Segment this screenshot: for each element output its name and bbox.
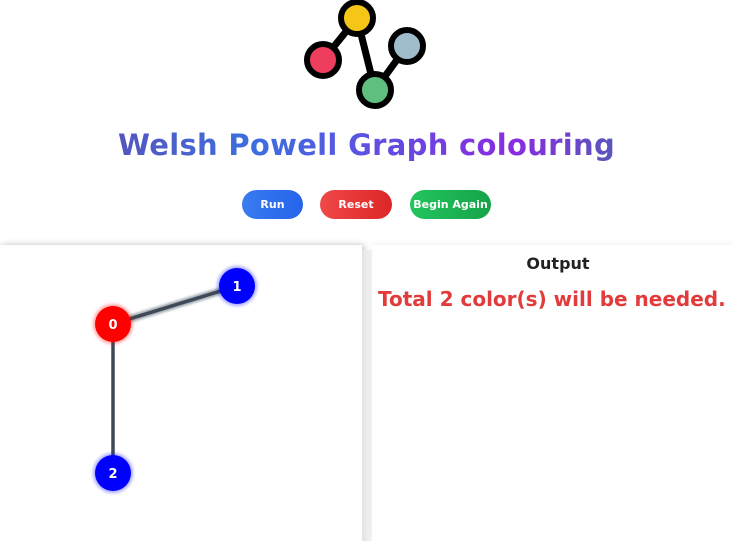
- graph-node-0[interactable]: 0: [93, 304, 133, 344]
- graph-nodes-logo-icon: [304, 0, 426, 109]
- graph-canvas[interactable]: 0 1 2: [0, 245, 362, 541]
- graph-edge-0-1: [112, 284, 238, 326]
- panel-divider: [362, 250, 372, 541]
- page-title: Welsh Powell Graph colouring: [0, 128, 733, 162]
- graph-node-2[interactable]: 2: [93, 453, 133, 493]
- graph-canvas-panel[interactable]: 0 1 2: [0, 245, 362, 541]
- run-button[interactable]: Run: [242, 190, 303, 219]
- output-heading: Output: [526, 254, 590, 273]
- graph-node-label: 1: [232, 280, 241, 295]
- graph-node-circle[interactable]: [219, 268, 255, 304]
- graph-node-label: 2: [108, 467, 117, 482]
- begin-again-button[interactable]: Begin Again: [410, 190, 491, 219]
- graph-node-1[interactable]: 1: [217, 266, 257, 306]
- graph-node-circle[interactable]: [95, 306, 131, 342]
- reset-button[interactable]: Reset: [320, 190, 392, 219]
- graph-node-label: 0: [108, 318, 117, 333]
- output-panel: Output Total 2 color(s) will be needed.: [372, 245, 733, 541]
- graph-node-circle[interactable]: [95, 455, 131, 491]
- output-message: Total 2 color(s) will be needed.: [378, 287, 726, 311]
